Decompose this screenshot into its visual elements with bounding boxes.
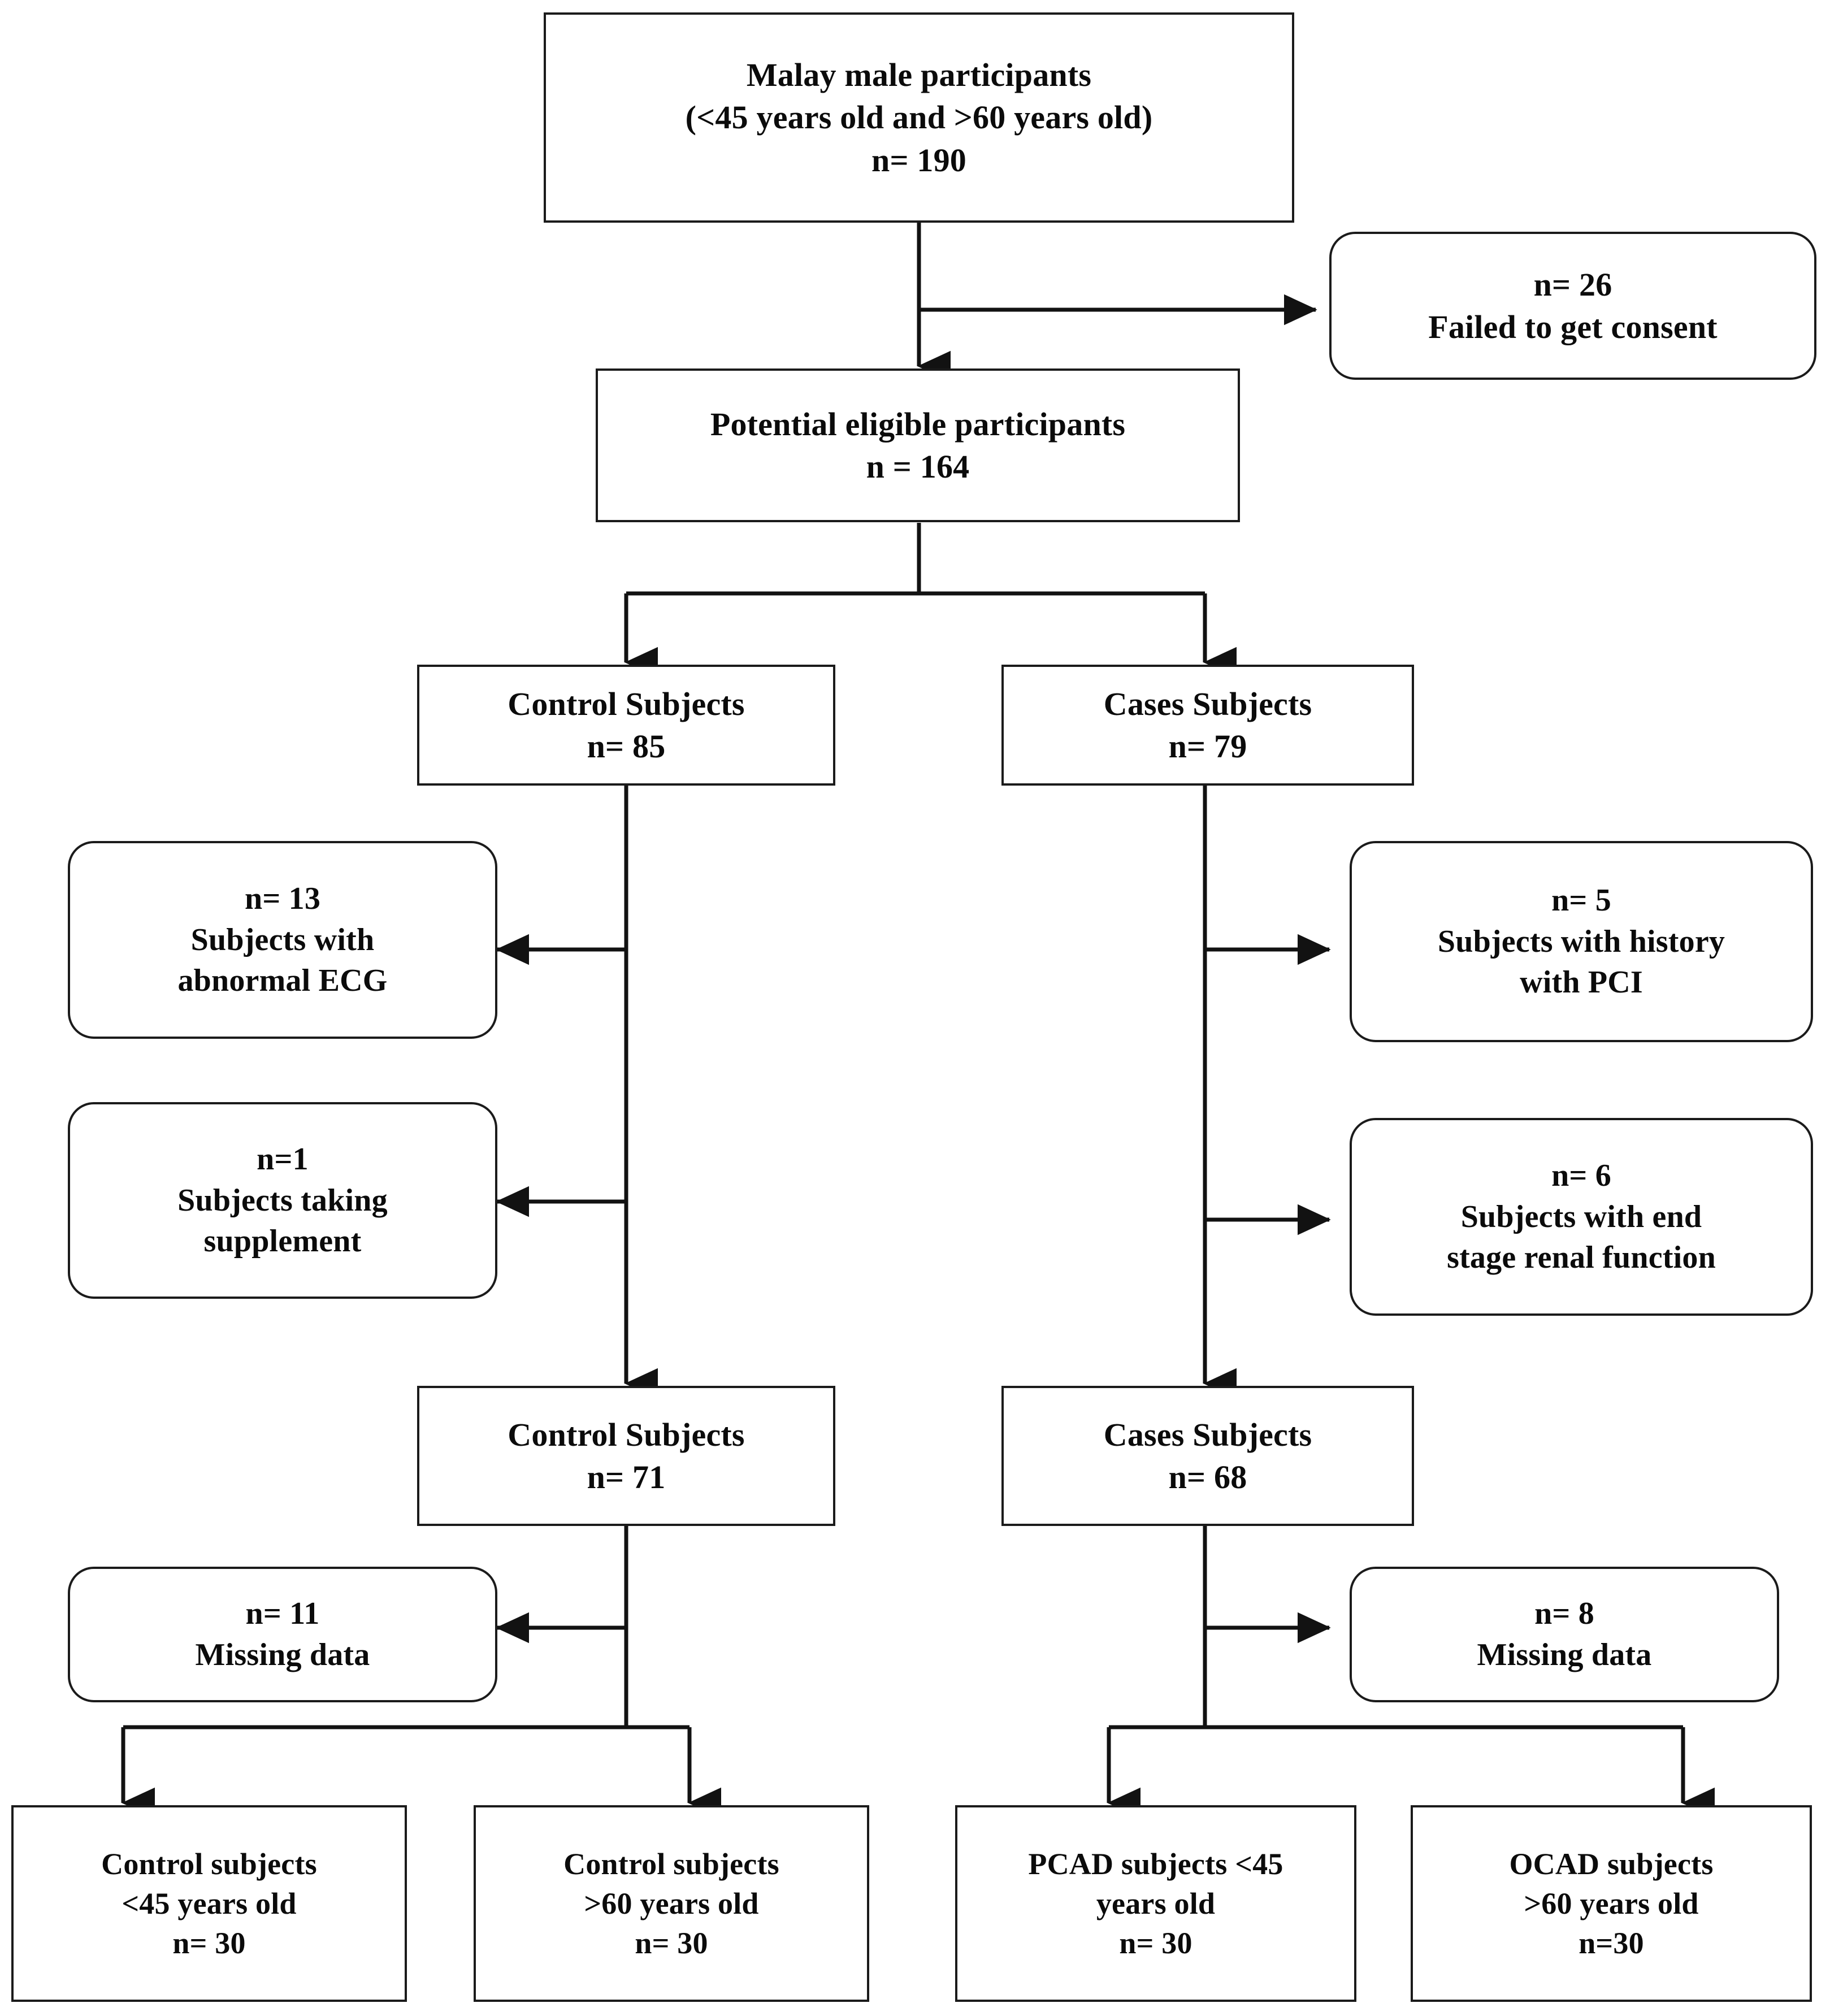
node-control-young-line-1: <45 years old bbox=[122, 1886, 297, 1920]
node-control-young-line-0: Control subjects bbox=[101, 1846, 317, 1881]
node-missing-control-line-1: Missing data bbox=[195, 1637, 370, 1672]
node-pcad-line-1: years old bbox=[1096, 1886, 1216, 1920]
node-control-2: Control Subjects n= 71 bbox=[417, 1386, 835, 1526]
node-pcad: PCAD subjects <45 years old n= 30 bbox=[955, 1805, 1356, 2002]
node-cases-1-line-0: Cases Subjects bbox=[1103, 685, 1312, 722]
node-missing-control: n= 11 Missing data bbox=[68, 1567, 497, 1702]
node-control-young: Control subjects <45 years old n= 30 bbox=[11, 1805, 407, 2002]
node-source-line-2: n= 190 bbox=[871, 141, 966, 179]
node-excl-ecg-line-0: n= 13 bbox=[244, 881, 321, 916]
node-excl-pci: n= 5 Subjects with history with PCI bbox=[1350, 841, 1813, 1042]
node-excl-renal-line-2: stage renal function bbox=[1447, 1240, 1716, 1276]
node-consent-excluded-line-0: n= 26 bbox=[1533, 266, 1612, 303]
node-excl-supplement-line-2: supplement bbox=[203, 1224, 362, 1259]
node-missing-cases: n= 8 Missing data bbox=[1350, 1567, 1779, 1702]
node-control-1-line-0: Control Subjects bbox=[508, 685, 745, 722]
node-eligible-line-1: n = 164 bbox=[866, 448, 970, 485]
node-excl-pci-line-1: Subjects with history bbox=[1437, 924, 1725, 959]
node-pcad-line-2: n= 30 bbox=[1119, 1926, 1192, 1961]
node-excl-renal-line-0: n= 6 bbox=[1551, 1157, 1611, 1193]
node-excl-pci-line-2: with PCI bbox=[1520, 965, 1643, 1000]
node-missing-cases-line-0: n= 8 bbox=[1534, 1596, 1594, 1632]
node-cases-2-line-0: Cases Subjects bbox=[1103, 1416, 1312, 1453]
node-excl-supplement-line-1: Subjects taking bbox=[177, 1182, 388, 1218]
node-excl-supplement-line-0: n=1 bbox=[257, 1141, 309, 1177]
node-excl-ecg-line-2: abnormal ECG bbox=[177, 963, 388, 999]
node-control-old-line-0: Control subjects bbox=[563, 1846, 779, 1881]
node-cases-2: Cases Subjects n= 68 bbox=[1001, 1386, 1414, 1526]
node-excl-ecg-line-1: Subjects with bbox=[190, 922, 375, 957]
node-source: Malay male participants (<45 years old a… bbox=[544, 12, 1294, 223]
node-control-2-line-0: Control Subjects bbox=[508, 1416, 745, 1453]
node-control-old: Control subjects >60 years old n= 30 bbox=[474, 1805, 869, 2002]
node-source-line-0: Malay male participants bbox=[746, 56, 1092, 93]
node-control-1: Control Subjects n= 85 bbox=[417, 665, 835, 786]
node-missing-control-line-0: n= 11 bbox=[245, 1596, 320, 1632]
node-excl-renal: n= 6 Subjects with end stage renal funct… bbox=[1350, 1118, 1813, 1316]
node-ocad-line-2: n=30 bbox=[1579, 1926, 1644, 1961]
node-ocad-line-1: >60 years old bbox=[1524, 1886, 1699, 1920]
node-cases-1-line-1: n= 79 bbox=[1168, 728, 1247, 765]
node-ocad-line-0: OCAD subjects bbox=[1509, 1846, 1714, 1881]
node-control-young-line-2: n= 30 bbox=[172, 1926, 246, 1961]
node-excl-renal-line-1: Subjects with end bbox=[1460, 1199, 1702, 1234]
node-control-old-line-2: n= 30 bbox=[635, 1926, 708, 1961]
node-control-2-line-1: n= 71 bbox=[587, 1459, 666, 1495]
node-consent-excluded: n= 26 Failed to get consent bbox=[1329, 232, 1816, 380]
node-ocad: OCAD subjects >60 years old n=30 bbox=[1411, 1805, 1812, 2002]
node-excl-pci-line-0: n= 5 bbox=[1551, 882, 1611, 918]
node-cases-1: Cases Subjects n= 79 bbox=[1001, 665, 1414, 786]
node-eligible-line-0: Potential eligible participants bbox=[710, 405, 1126, 443]
node-excl-supplement: n=1 Subjects taking supplement bbox=[68, 1102, 497, 1299]
node-missing-cases-line-1: Missing data bbox=[1477, 1637, 1652, 1672]
node-control-old-line-1: >60 years old bbox=[584, 1886, 759, 1920]
node-control-1-line-1: n= 85 bbox=[587, 728, 666, 765]
node-cases-2-line-1: n= 68 bbox=[1168, 1459, 1247, 1495]
node-consent-excluded-line-1: Failed to get consent bbox=[1428, 309, 1718, 345]
node-excl-ecg: n= 13 Subjects with abnormal ECG bbox=[68, 841, 497, 1039]
node-eligible: Potential eligible participants n = 164 bbox=[596, 368, 1240, 522]
node-source-line-1: (<45 years old and >60 years old) bbox=[685, 99, 1153, 136]
node-pcad-line-0: PCAD subjects <45 bbox=[1028, 1846, 1283, 1881]
